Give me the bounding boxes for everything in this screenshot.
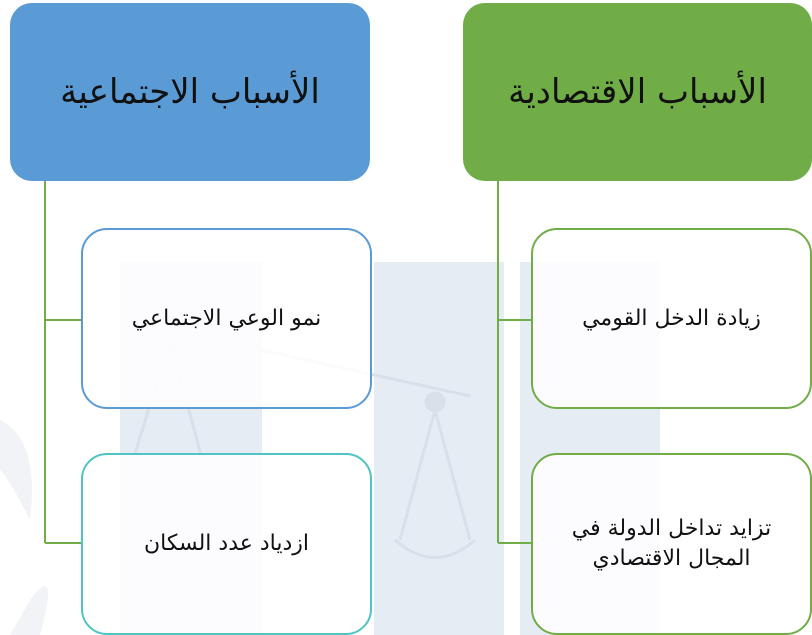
social-causes-header: الأسباب الاجتماعية xyxy=(10,3,370,181)
economic-cause-label: زيادة الدخل القومي xyxy=(582,305,761,331)
economic-cause-item: تزايد تداخل الدولة في المجال الاقتصادي xyxy=(531,453,812,635)
social-cause-item: نمو الوعي الاجتماعي xyxy=(81,228,372,409)
economic-causes-header: الأسباب الاقتصادية xyxy=(463,3,812,181)
economic-causes-title: الأسباب الاقتصادية xyxy=(508,72,767,112)
economic-cause-item: زيادة الدخل القومي xyxy=(531,228,812,409)
social-cause-label: ازدياد عدد السكان xyxy=(143,531,310,557)
social-cause-item: ازدياد عدد السكان xyxy=(81,453,372,635)
social-causes-title: الأسباب الاجتماعية xyxy=(60,72,320,112)
economic-cause-label: تزايد تداخل الدولة في المجال الاقتصادي xyxy=(571,516,772,571)
social-cause-label: نمو الوعي الاجتماعي xyxy=(131,305,322,331)
